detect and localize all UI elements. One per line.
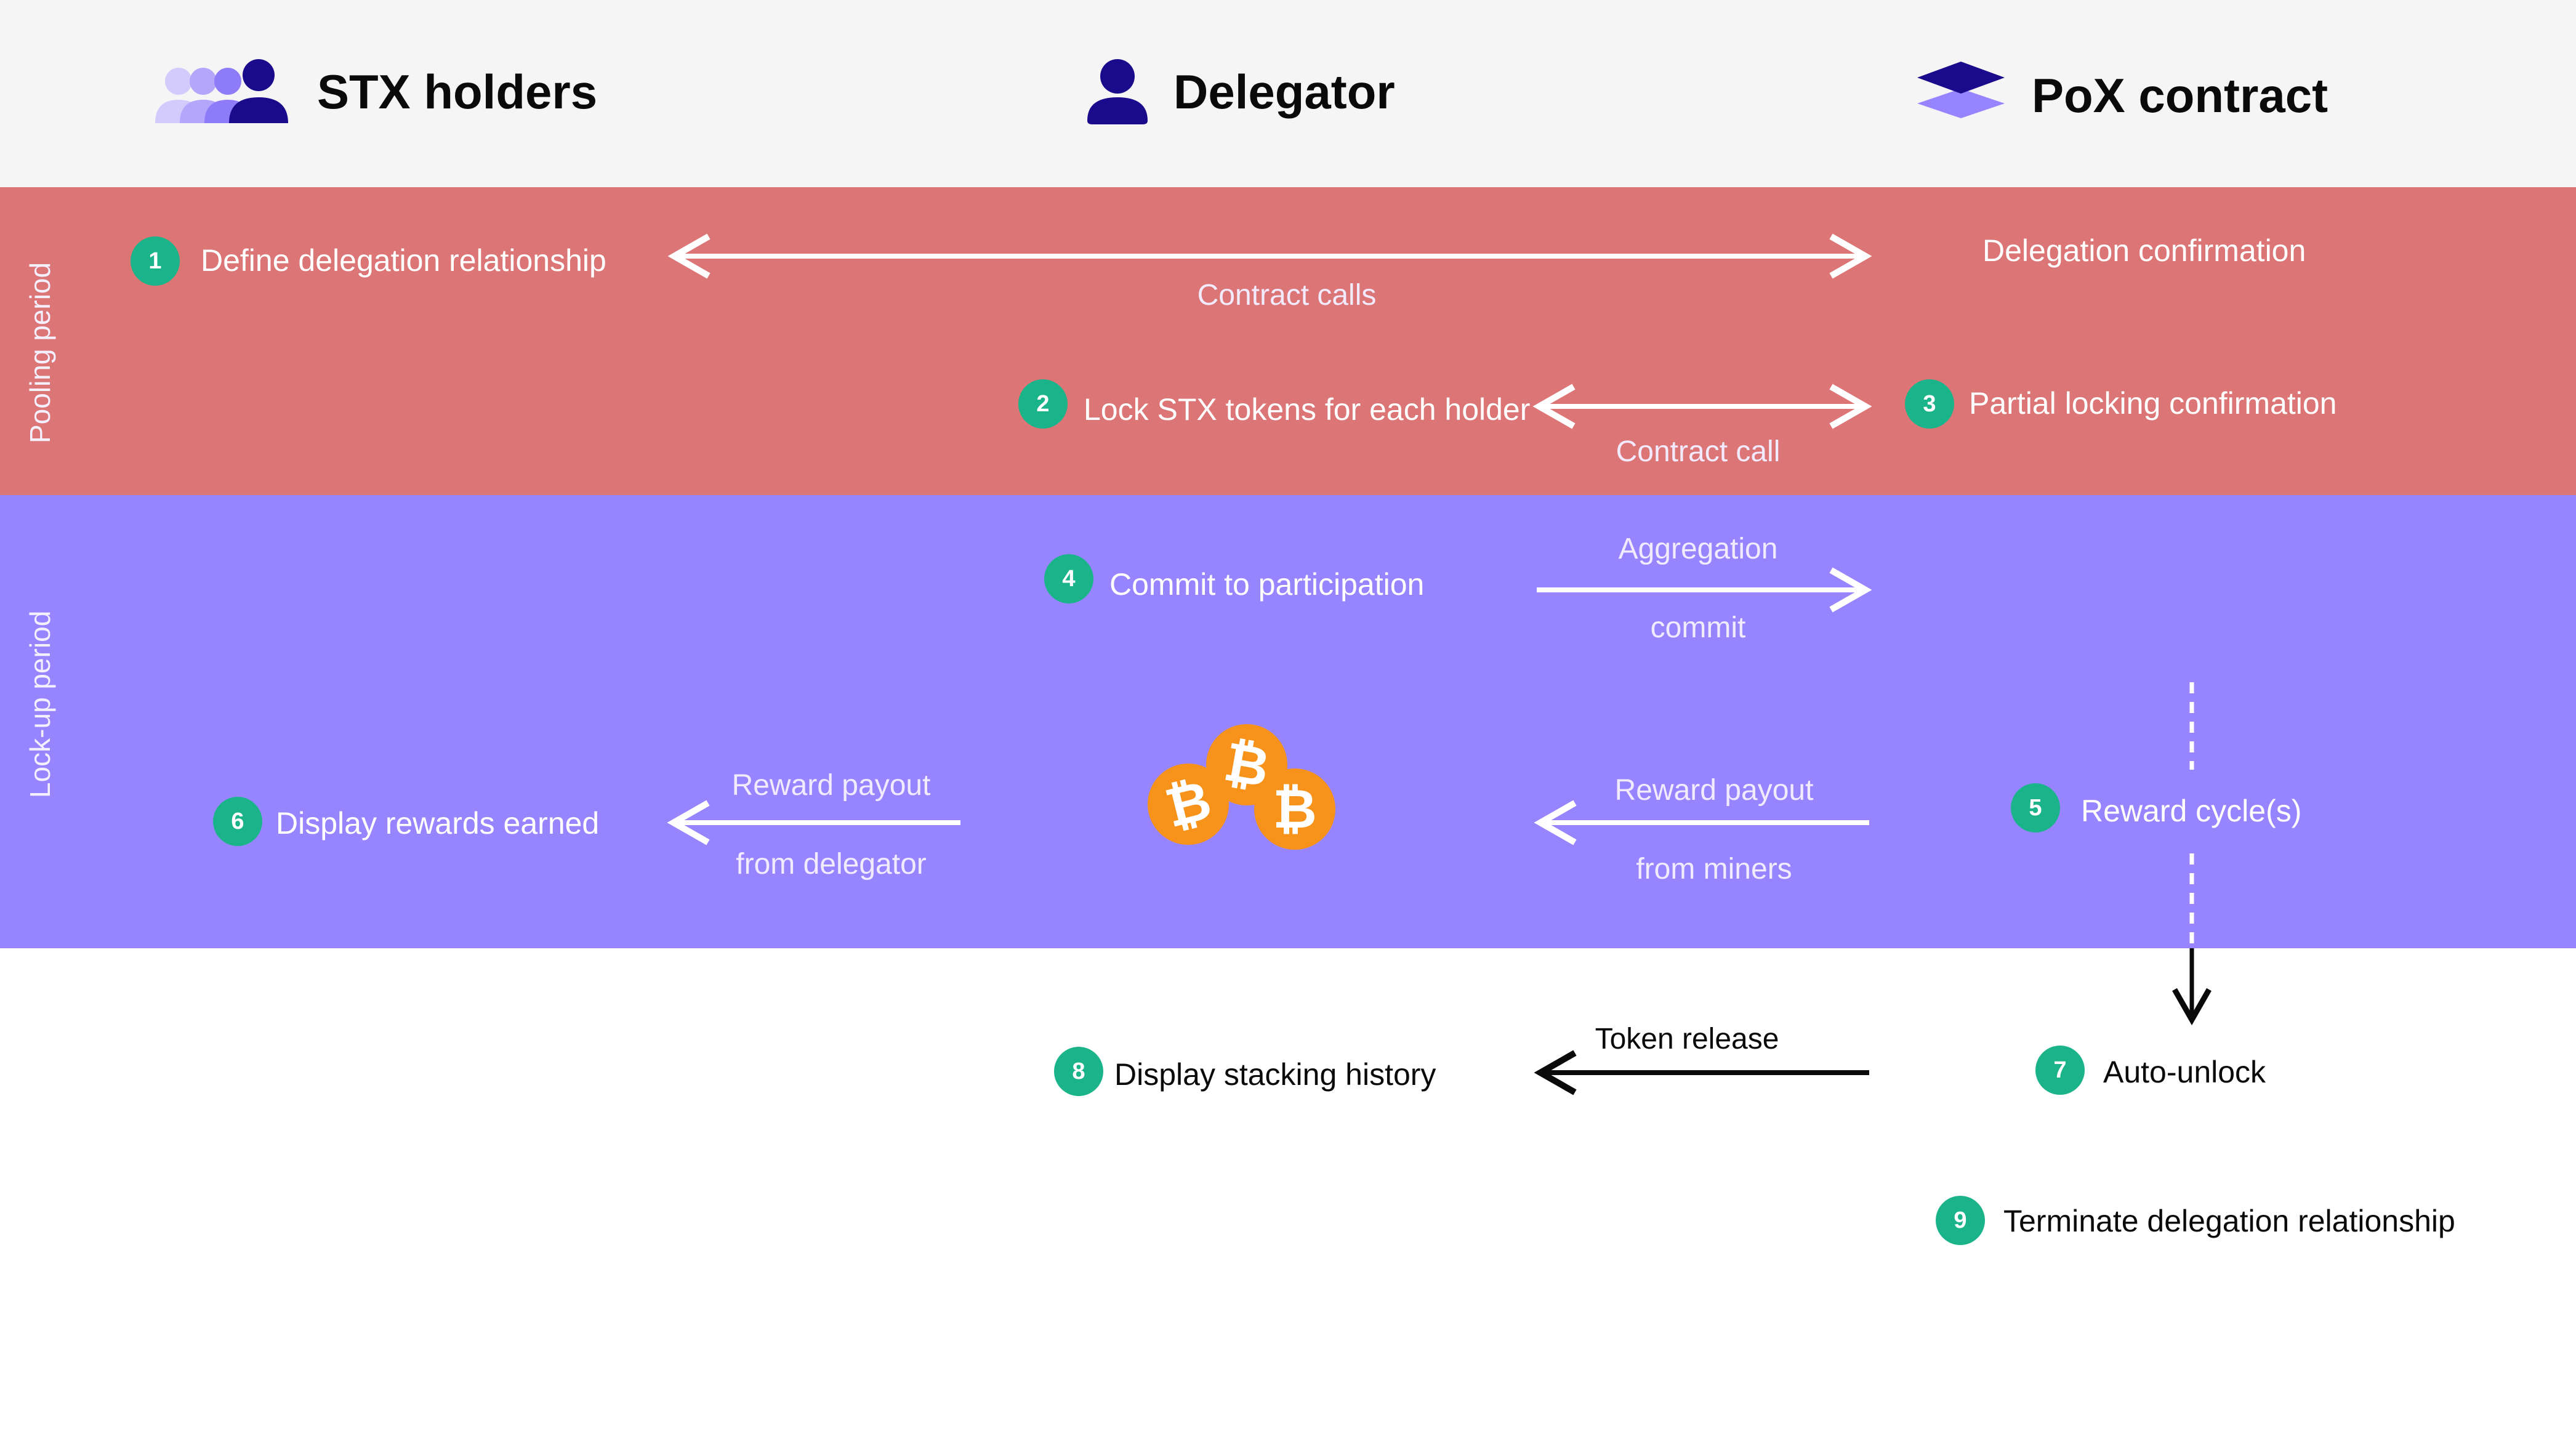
step-6-text: Display rewards earned — [276, 806, 600, 840]
step-badge-9: 9 — [1936, 1196, 1985, 1245]
contract-call-label: Contract call — [1616, 435, 1781, 468]
step-badge-3: 3 — [1905, 379, 1954, 429]
people-group-icon — [154, 57, 296, 124]
svg-text:₿: ₿ — [1220, 730, 1274, 800]
delegator-title: Delegator — [1173, 65, 1395, 119]
aggregation-label: Aggregation — [1618, 533, 1778, 565]
step-4-text: Commit to participation — [1109, 567, 1425, 602]
step-badge-2: 2 — [1018, 379, 1068, 429]
step-badge-7: 7 — [2035, 1046, 2085, 1095]
layers-icon — [1915, 62, 2007, 123]
step-badge-4: 4 — [1044, 554, 1093, 603]
step-3-text: Partial locking confirmation — [1969, 386, 2337, 421]
reward-payout-delegator-label: Reward payout — [731, 769, 931, 802]
person-icon — [1084, 57, 1151, 124]
step-badge-8: 8 — [1054, 1047, 1103, 1096]
step-8-text: Display stacking history — [1114, 1057, 1436, 1092]
step-7-text: Auto-unlock — [2103, 1055, 2266, 1089]
svg-text:₿: ₿ — [1273, 777, 1317, 840]
lockup-period-band — [0, 495, 2576, 948]
step-1-text: Define delegation relationship — [201, 243, 606, 278]
step-9-text: Terminate delegation relationship — [2003, 1204, 2455, 1238]
commit-label: commit — [1650, 611, 1746, 644]
header-bar — [0, 0, 2576, 187]
contract-calls-label: Contract calls — [1197, 279, 1377, 312]
stx-holders-title: STX holders — [317, 65, 598, 119]
from-miners-label: from miners — [1636, 853, 1792, 885]
step-2-text: Lock STX tokens for each holder — [1084, 392, 1531, 427]
step-badge-5: 5 — [2011, 783, 2060, 832]
step-badge-1: 1 — [131, 236, 180, 286]
bitcoin-coins-icon: ₿ ₿ ₿ — [1145, 724, 1342, 853]
step-badge-6: 6 — [213, 797, 262, 846]
from-delegator-label: from delegator — [736, 848, 927, 881]
delegation-confirmation-text: Delegation confirmation — [1982, 233, 2306, 268]
reward-payout-miners-label: Reward payout — [1614, 774, 1814, 807]
token-release-label: Token release — [1595, 1023, 1779, 1055]
pox-contract-title: PoX contract — [2032, 68, 2328, 123]
step-5-text: Reward cycle(s) — [2081, 794, 2302, 828]
